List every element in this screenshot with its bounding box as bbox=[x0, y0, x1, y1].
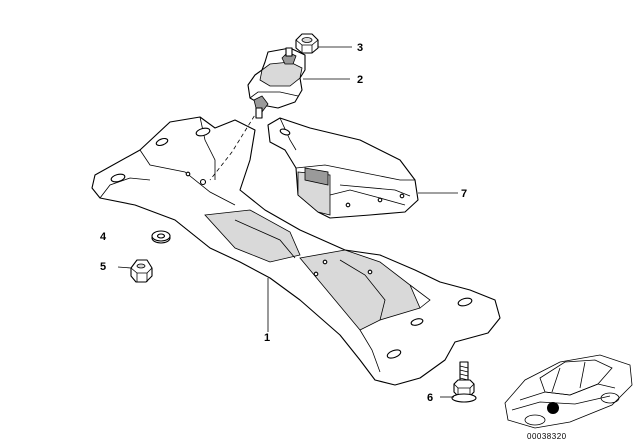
leader-5 bbox=[117, 266, 132, 269]
callout-7: 7 bbox=[461, 188, 467, 200]
callout-3: 3 bbox=[357, 42, 363, 54]
washer-part[interactable] bbox=[151, 230, 171, 244]
assembly-line bbox=[209, 109, 259, 181]
bracket-part[interactable] bbox=[267, 117, 419, 219]
image-code: 00038320 bbox=[527, 432, 567, 441]
callout-1: 1 bbox=[264, 332, 270, 344]
callout-2: 2 bbox=[357, 74, 363, 86]
rubber-mount-part[interactable] bbox=[247, 47, 306, 119]
bolt-part[interactable] bbox=[451, 361, 477, 403]
callout-6: 6 bbox=[427, 392, 433, 404]
vehicle-thumbnail bbox=[504, 354, 633, 429]
callout-5: 5 bbox=[100, 261, 106, 273]
crossmember-part[interactable] bbox=[91, 116, 501, 386]
location-marker-icon bbox=[547, 402, 559, 414]
callout-4: 4 bbox=[100, 231, 107, 243]
hex-nut-part[interactable] bbox=[295, 33, 319, 54]
nut-part[interactable] bbox=[130, 259, 153, 283]
